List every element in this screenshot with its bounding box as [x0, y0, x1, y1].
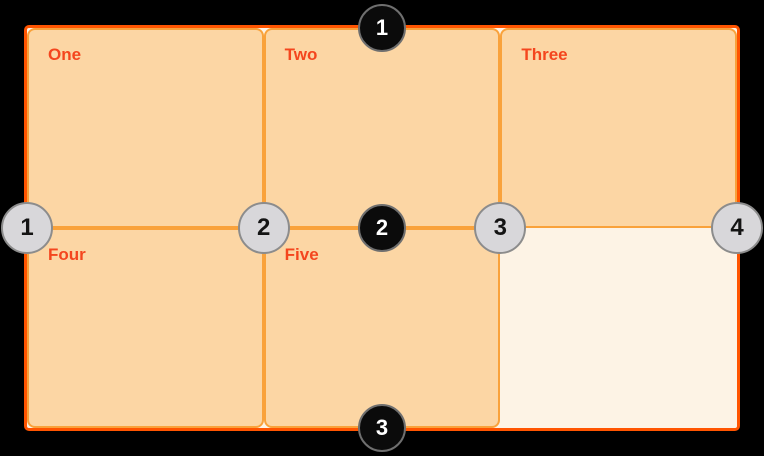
row-line-number: 2 — [375, 215, 389, 240]
grid-cell-empty — [500, 228, 737, 428]
row-line-badge-1: 1 — [358, 4, 406, 52]
cell-label: Five — [284, 245, 319, 264]
grid-container: One Two Three Four Five 1 2 3 — [1, 4, 763, 452]
cell-label: Three — [521, 45, 568, 64]
grid-cell-five: Five — [263, 228, 501, 428]
row-line-badge-3: 3 — [358, 404, 406, 452]
column-line-number: 3 — [493, 214, 507, 241]
grid-cell-three: Three — [500, 28, 737, 228]
grid-cell-four: Four — [27, 228, 264, 428]
column-line-number: 2 — [256, 214, 271, 241]
row-line-number: 3 — [375, 415, 389, 440]
grid-cell-two: Two — [263, 28, 501, 228]
column-line-badge-1: 1 — [1, 202, 53, 254]
grid-cell-one: One — [27, 28, 264, 228]
row-line-badge-2: 2 — [358, 204, 406, 252]
cell-label: One — [48, 45, 82, 64]
column-line-number: 4 — [730, 214, 744, 241]
cell-label: Four — [48, 245, 86, 264]
cell-label: Two — [284, 45, 318, 64]
column-line-badge-2: 2 — [237, 202, 290, 254]
grid: One Two Three Four Five — [27, 28, 737, 428]
column-line-badge-3: 3 — [474, 202, 527, 254]
row-line-number: 1 — [375, 15, 389, 40]
column-line-number: 1 — [20, 214, 34, 241]
column-line-badge-4: 4 — [711, 202, 763, 254]
